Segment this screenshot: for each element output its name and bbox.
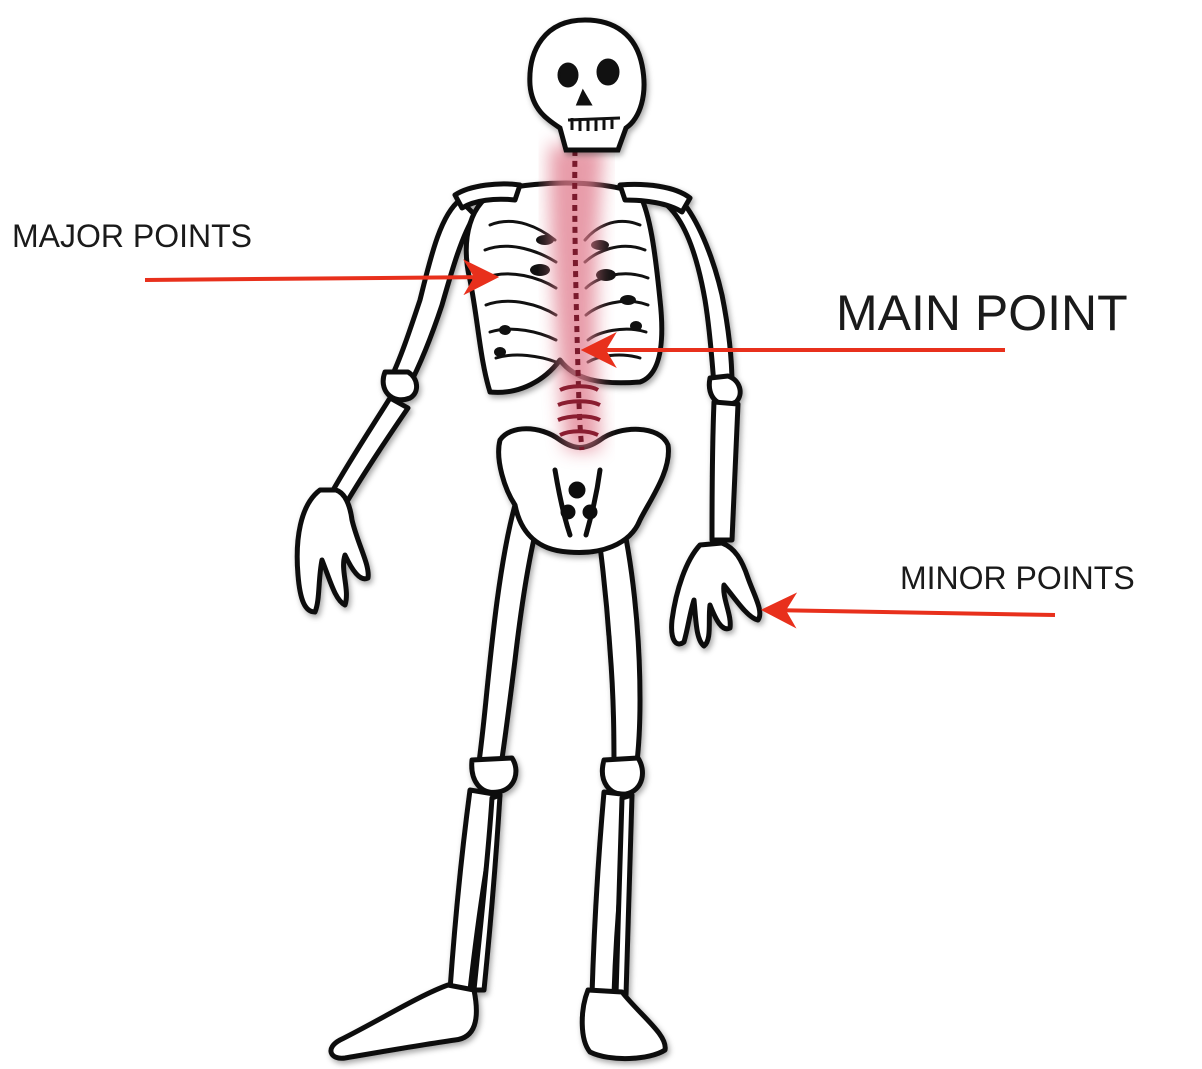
left-forearm: [332, 398, 408, 500]
skeleton-illustration: [297, 183, 760, 1059]
minor-points-arrow: [768, 610, 1055, 615]
right-foot: [582, 990, 665, 1059]
left-knee: [472, 758, 516, 792]
main-point-label: MAIN POINT: [836, 288, 1128, 338]
right-forearm: [712, 402, 738, 540]
left-upper-arm: [390, 200, 475, 388]
left-elbow: [383, 372, 416, 400]
left-femur: [478, 505, 540, 772]
right-hand: [672, 543, 760, 646]
left-hand: [297, 490, 368, 612]
right-knee: [602, 758, 642, 794]
left-foot: [331, 985, 476, 1058]
left-eye-socket: [559, 64, 577, 86]
right-eye-socket: [598, 60, 618, 84]
spine-highlight: [549, 145, 604, 450]
major-points-label: MAJOR POINTS: [12, 220, 252, 252]
minor-points-label: MINOR POINTS: [900, 562, 1135, 594]
right-upper-arm: [660, 200, 732, 385]
